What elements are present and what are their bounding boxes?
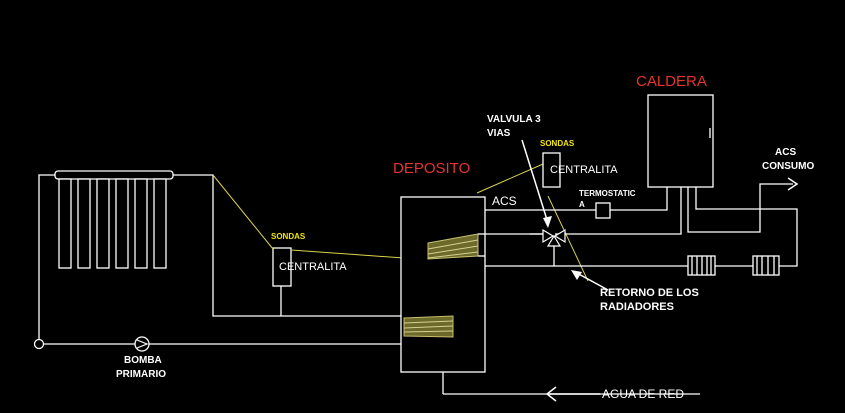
- caldera-label: CALDERA: [636, 73, 707, 90]
- thermostatic-valve: [595, 202, 611, 219]
- sondas-left-label: SONDAS: [271, 232, 306, 241]
- upper-coil: [427, 233, 485, 260]
- deposito-label: DEPOSITO: [393, 160, 470, 177]
- arrow-icon: [571, 270, 609, 291]
- collector-drain-icon: [33, 338, 45, 350]
- bomba-label-line2: PRIMARIO: [116, 369, 166, 380]
- arrow-icon: [521, 139, 552, 228]
- centralita-top-box: [542, 152, 561, 188]
- acs-label: ACS: [492, 194, 517, 208]
- centralita-left-label: CENTRALITA: [279, 261, 347, 273]
- radiator-icon: [752, 255, 780, 276]
- valvula-label-line2: VIAS: [487, 128, 511, 139]
- termostatic-label-line2: A: [579, 200, 585, 209]
- bomba-label-line1: BOMBA: [124, 355, 162, 366]
- retorno-label-line1: RETORNO DE LOS: [600, 287, 699, 299]
- pump-icon: [134, 336, 150, 352]
- deposito-tank: [400, 196, 486, 373]
- arrow-icon: [545, 386, 600, 402]
- agua-de-red-label: AGUA DE RED: [602, 387, 684, 401]
- retorno-label-line2: RADIADORES: [600, 301, 674, 313]
- solar-collector: [54, 170, 174, 269]
- centralita-left-box: [272, 247, 292, 287]
- primary-circuit-pipes: [38, 174, 401, 345]
- acs-consumo-label-line1: ACS: [775, 147, 796, 158]
- valvula-label-line1: VALVULA 3: [487, 114, 541, 125]
- caldera-boiler: [647, 94, 714, 188]
- termostatic-label-line1: TERMOSTATIC: [579, 189, 636, 198]
- lower-coil: [403, 315, 454, 338]
- arrow-icon: [787, 177, 799, 191]
- radiator-icon: [687, 255, 716, 276]
- acs-consumo-label-line2: CONSUMO: [762, 161, 814, 172]
- three-way-valve-icon: [542, 228, 566, 247]
- centralita-top-label: CENTRALITA: [550, 164, 618, 176]
- sondas-top-label: SONDAS: [540, 139, 575, 148]
